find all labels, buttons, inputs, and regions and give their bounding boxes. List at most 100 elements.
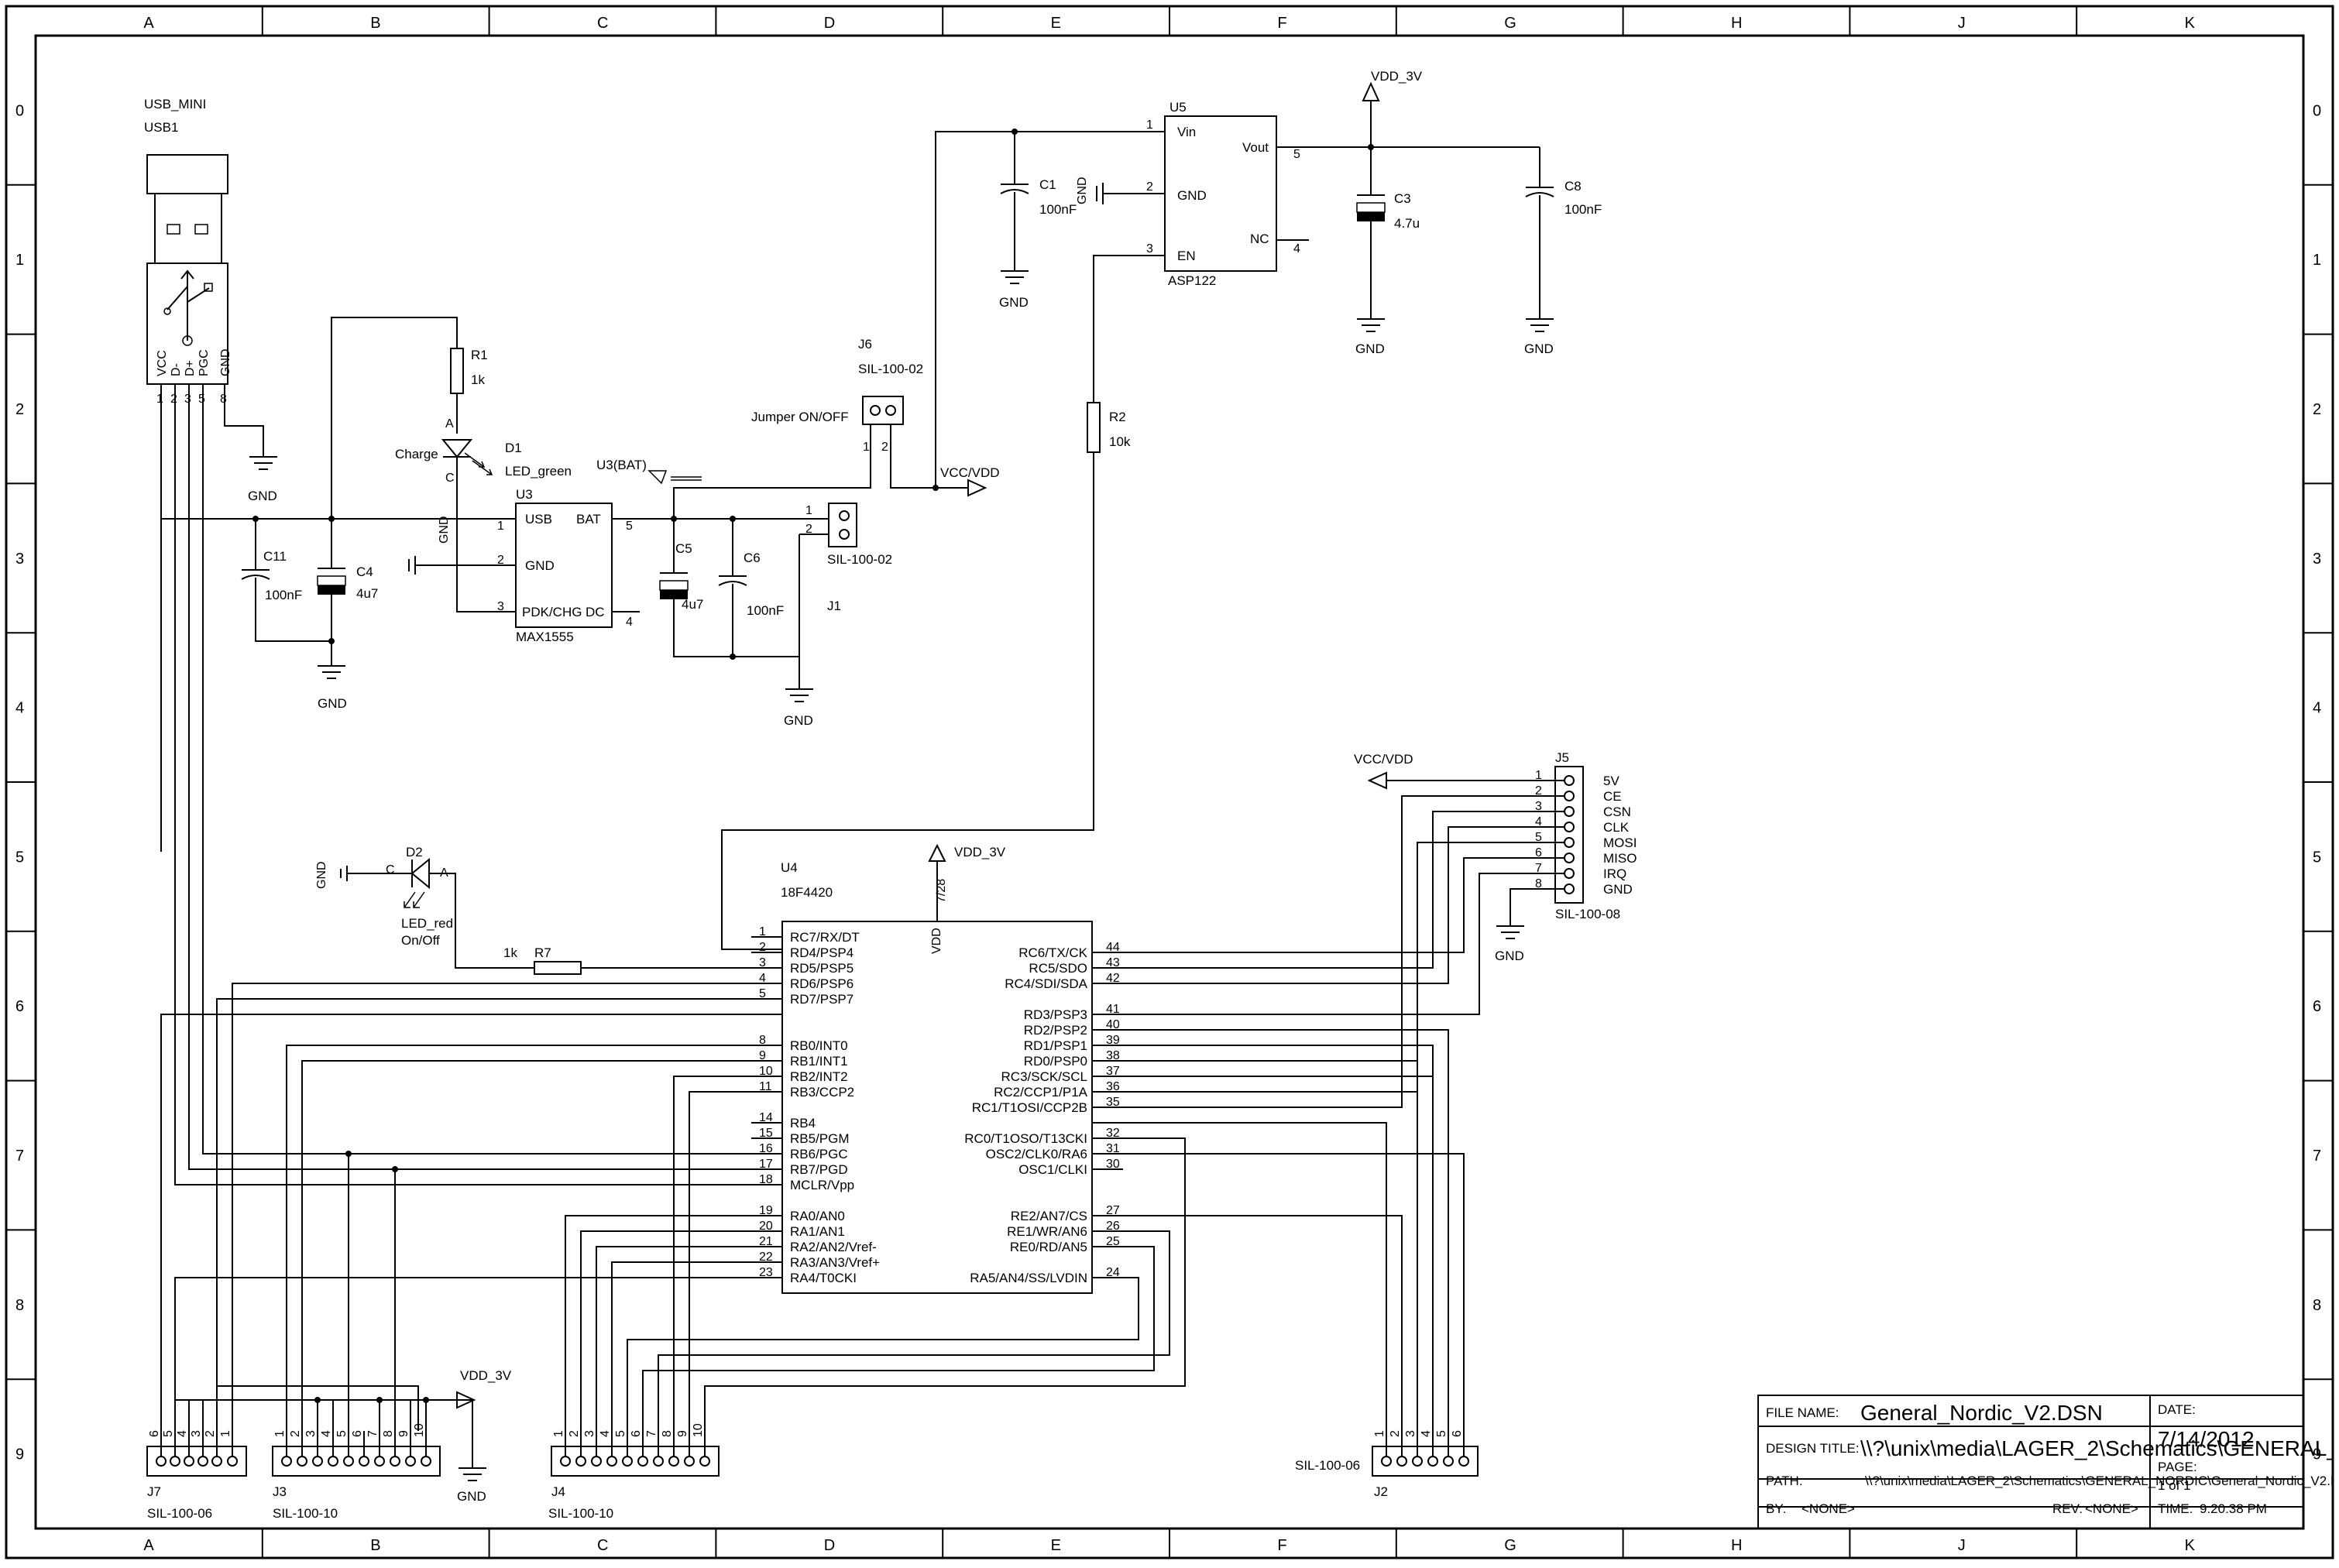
row-marker-left: 0 [15,102,24,119]
column-marker-bottom: K [2185,1537,2196,1554]
u4-ref: U4 [781,860,798,875]
d1-ref: D1 [505,441,522,455]
j1-pin2: 2 [805,523,812,536]
r1-resistor [450,348,464,394]
column-marker-top: G [1504,15,1516,32]
j1-ref: J1 [827,599,841,613]
row-marker-right: 0 [2313,102,2321,119]
u4-right-pin-name: RD2/PSP2 [1024,1023,1087,1038]
title-block: FILE NAME: General_Nordic_V2.DSN DATE: 7… [1757,1395,2333,1529]
r1-ref: R1 [471,348,488,362]
u5-pin5-num: 5 [1293,148,1300,161]
row-marker-left: 9 [15,1446,24,1463]
path-label: PATH: [1766,1474,1803,1488]
u4-left-pin-number: 9 [759,1049,766,1062]
gnd-label-c1: GND [999,295,1029,310]
u4-right-pin-number: 39 [1106,1034,1120,1047]
u4-left-pin-name: RA3/AN3/Vref+ [790,1255,880,1270]
usb1-pin-label: PGC [197,349,211,376]
j5-signal-label: CLK [1603,820,1630,835]
u4-vdd-pins: 7/28 [935,879,948,903]
j2-pin-number: 4 [1420,1430,1433,1437]
u4-right-pin-name: RC4/SDI/SDA [1005,976,1087,991]
u4-right-pin-number: 26 [1106,1220,1120,1233]
j7-pin-number: 3 [190,1430,203,1437]
j4-pin-number: 6 [630,1430,643,1437]
u5-pin-nc: NC [1250,232,1269,246]
u4-right-pin-name: RC6/TX/CK [1018,945,1087,960]
u4-right-pin-name: RD0/PSP0 [1024,1054,1087,1069]
u4-right-pin-name: RC0/T1OSO/T13CKI [964,1131,1087,1146]
u4-right-pin-name: RE0/RD/AN5 [1010,1240,1087,1254]
j5-value: SIL-100-08 [1555,907,1620,921]
u4-right-pin-number: 25 [1106,1235,1120,1248]
u4-left-pin-number: 14 [759,1111,773,1124]
d2-value: LED_red [401,916,453,931]
u5-pin-en: EN [1177,249,1196,263]
u4-left-pin-name: RD5/PSP5 [790,961,854,976]
c3-ref: C3 [1394,191,1411,206]
j7-pin-number: 5 [162,1430,175,1437]
u3-pin-bat: BAT [576,512,601,527]
j7-pin-number: 6 [148,1430,161,1437]
u4-right-pin-name: RD3/PSP3 [1024,1007,1087,1022]
j7-pin-number: 4 [176,1430,189,1437]
j6-value: SIL-100-02 [858,362,923,376]
u4-left-pin-number: 19 [759,1204,773,1217]
c4-ref: C4 [356,564,373,579]
row-marker-right: 3 [2313,551,2321,568]
row-marker-left: 3 [15,551,24,568]
rev-label: REV: [2052,1501,2083,1516]
u5-pin-gnd: GND [1177,188,1207,203]
j3-pin-number: 10 [413,1423,426,1437]
u4-left-pin-name: RB3/CCP2 [790,1085,854,1100]
u4-right-pin-number: 42 [1106,972,1120,985]
u4-left-pin-number: 2 [759,941,766,954]
usb1-pin-label: D+ [184,360,197,376]
column-marker-bottom: H [1731,1537,1742,1554]
row-marker-right: 8 [2313,1297,2321,1314]
j2-pin-number: 5 [1435,1430,1448,1437]
design-title-label: DESIGN TITLE: [1766,1441,1860,1456]
j1-connector [828,503,857,547]
column-marker-top: H [1731,15,1742,32]
u4-left-pin-number: 16 [759,1142,773,1155]
j3-pin-number: 8 [382,1430,395,1437]
regulator-section: C1 100nF GND GND U5 ASP122 Vin GND EN Vo… [721,69,1602,950]
column-marker-bottom: F [1277,1537,1286,1554]
j2-value: SIL-100-06 [1295,1458,1360,1473]
u5-value: ASP122 [1168,273,1216,288]
gnd-label-j3: GND [457,1489,486,1504]
u4-right-pin-number: 38 [1106,1049,1120,1062]
u3-bat-net: U3(BAT) [596,458,647,472]
j3-pin-number: 3 [304,1430,318,1437]
column-marker-bottom: G [1504,1537,1516,1554]
j5-signal-label: CE [1603,789,1622,804]
row-marker-left: 7 [15,1148,24,1165]
u3-pin2-num: 2 [497,554,504,567]
u5-pin4-num: 4 [1293,242,1300,256]
r2-ref: R2 [1109,410,1126,424]
j3-pin-number: 6 [351,1430,364,1437]
c1-gnd-label: GND [1076,177,1089,204]
j5-pin-number: 8 [1535,877,1542,890]
c5-ref: C5 [675,541,692,556]
u4-left-pin-name: RB0/INT0 [790,1038,848,1053]
j4-pin-number: 2 [568,1430,581,1437]
row-marker-right: 6 [2313,998,2321,1015]
gnd-label-usb: GND [248,489,277,503]
j2-pin-number: 2 [1389,1430,1402,1437]
j5-pin-number: 6 [1535,846,1542,859]
vdd3-flag-u4: VDD_3V [954,845,1006,859]
row-marker-right: 9 [2313,1446,2321,1463]
u4-left-pin-name: RB6/PGC [790,1147,848,1161]
u4-left-pin-number: 17 [759,1158,773,1171]
j4-pin-number: 3 [583,1430,596,1437]
u4-left-pin-number: 1 [759,925,766,938]
by-label: BY: [1766,1501,1786,1516]
j1-value: SIL-100-02 [827,552,892,567]
j6-connector [862,396,904,425]
u4-vdd: VDD [930,928,943,954]
c6-ref: C6 [744,551,761,565]
j5-signal-label: MOSI [1603,835,1637,850]
